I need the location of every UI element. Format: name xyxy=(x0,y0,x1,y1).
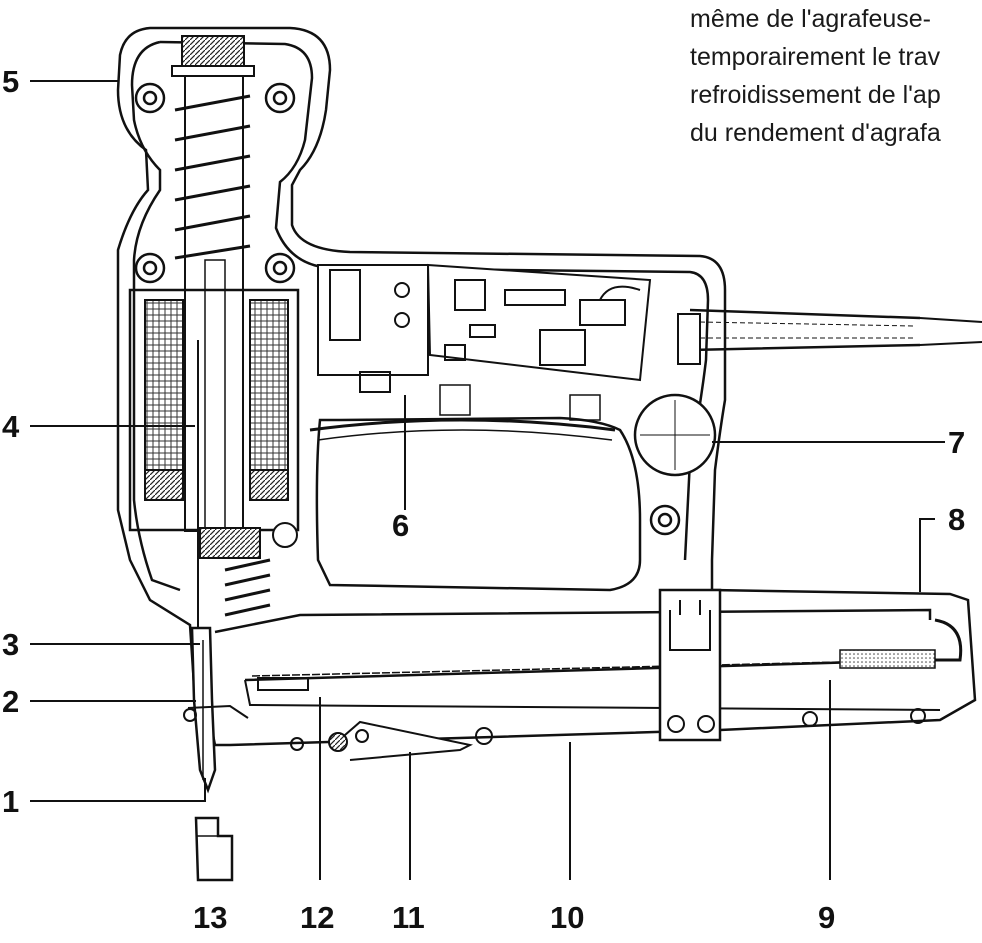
callout-1: 1 xyxy=(2,784,19,819)
staple-insert xyxy=(194,816,234,882)
return-spring xyxy=(224,558,271,617)
text-line-2: temporairement le trav xyxy=(690,43,941,71)
solenoid-coil xyxy=(128,288,300,640)
handle-crossbar xyxy=(309,418,616,432)
electronics-module xyxy=(317,263,652,393)
text-line-4: du rendement d'agrafa xyxy=(690,119,941,147)
leader-1 xyxy=(30,778,206,802)
callout-2: 2 xyxy=(2,684,19,719)
nose-piece xyxy=(183,626,249,794)
magazine xyxy=(214,588,963,761)
callout-12: 12 xyxy=(300,900,334,935)
callout-3: 3 xyxy=(2,627,19,662)
callout-6: 6 xyxy=(392,508,409,543)
spring-assembly xyxy=(171,35,255,532)
leader-8 xyxy=(919,518,935,592)
callout-leaders xyxy=(30,80,945,880)
text-line-1: même de l'agrafeuse- xyxy=(690,5,932,33)
callout-10: 10 xyxy=(550,900,584,935)
callout-5: 5 xyxy=(2,64,19,99)
callout-13: 13 xyxy=(193,900,227,935)
pivot-pin xyxy=(272,522,298,548)
housing-outline xyxy=(116,26,977,747)
callout-numbers: 5 4 3 2 1 6 7 8 9 10 11 12 13 xyxy=(2,64,965,935)
power-cable xyxy=(677,308,982,365)
callout-9: 9 xyxy=(818,900,835,935)
switch-knob xyxy=(633,393,717,477)
text-line-3: refroidissement de l'ap xyxy=(690,81,941,109)
callout-11: 11 xyxy=(392,900,425,935)
callout-7: 7 xyxy=(948,425,965,460)
callout-4: 4 xyxy=(2,409,20,444)
callout-8: 8 xyxy=(948,502,965,537)
grip-cavity xyxy=(315,416,642,592)
